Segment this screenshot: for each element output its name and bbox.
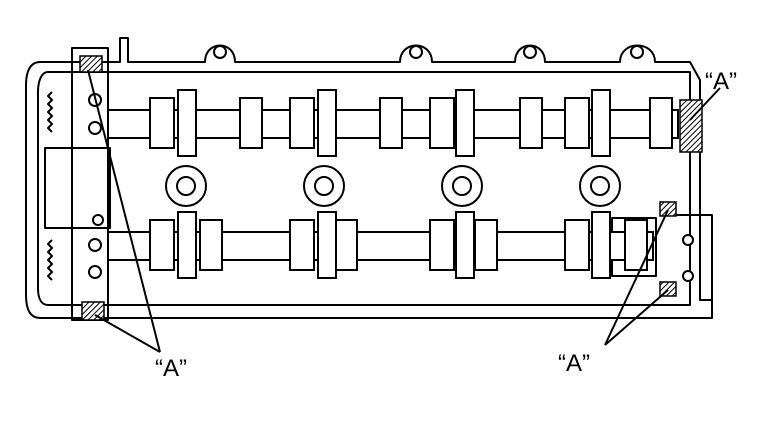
spark-plug-bores xyxy=(165,165,621,207)
upper-bearing-caps xyxy=(177,89,611,157)
lower-bearing-caps xyxy=(177,211,611,279)
lower-camshaft xyxy=(107,219,654,271)
callout-a-bottom-left: “A” xyxy=(155,355,187,382)
leader-lines xyxy=(87,69,721,353)
timing-block xyxy=(44,147,111,229)
callout-a-top-right: “A” xyxy=(705,68,737,95)
bolt-holes xyxy=(88,45,694,282)
upper-camshaft xyxy=(107,97,679,149)
head-outline xyxy=(25,37,713,319)
rear-bracket xyxy=(660,214,713,319)
inner-rim xyxy=(37,71,691,306)
cam-gear-upper xyxy=(47,91,53,133)
callout-a-bottom-right: “A” xyxy=(558,350,590,377)
cam-gear-lower xyxy=(47,239,53,281)
front-plate xyxy=(71,47,109,321)
